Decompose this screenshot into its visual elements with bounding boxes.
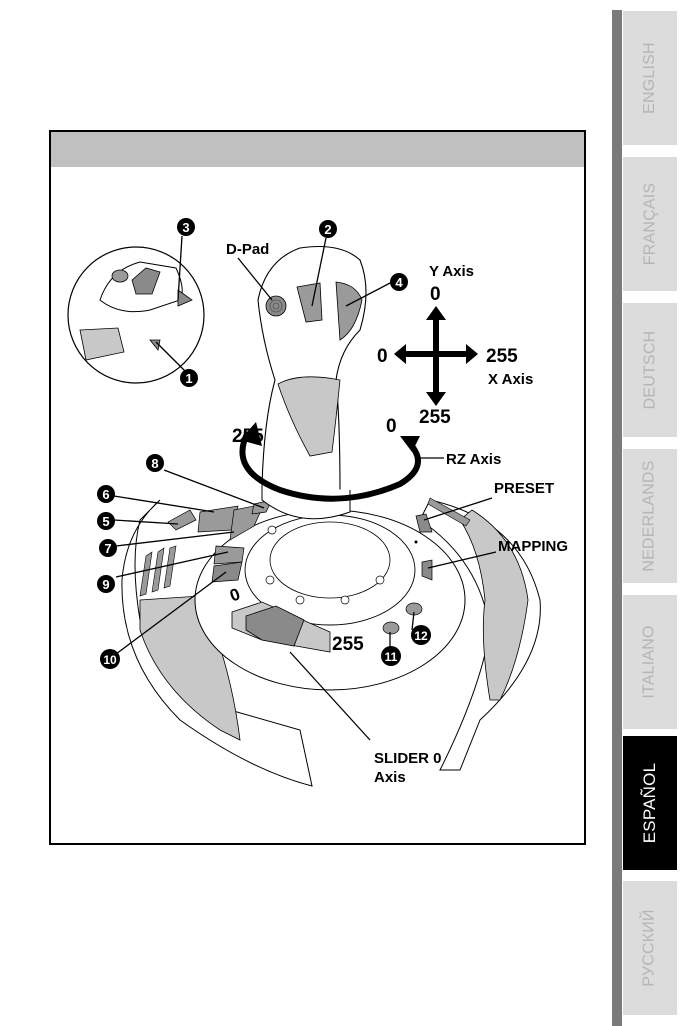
mapping-button [421,559,433,581]
callout-11: 11 [381,646,401,666]
tab-francais[interactable]: FRANÇAIS [612,156,681,302]
joystick-base [121,497,541,787]
dpad-label: D-Pad [226,241,269,258]
language-tabs: ENGLISH FRANÇAIS DEUTSCH NEDERLANDS ITAL… [612,0,681,1026]
button-4 [335,281,363,341]
preset-label: PRESET [494,480,554,497]
button-9 [213,545,245,565]
tab-nederlands[interactable]: NEDERLANDS [612,448,681,594]
y-axis-label: Y Axis [429,263,474,280]
tab-deutsch[interactable]: DEUTSCH [612,302,681,448]
slider-knob [245,605,305,647]
y-axis-max: 255 [419,407,451,428]
svg-text:7: 7 [104,541,111,556]
dpad [265,295,287,317]
callout-10: 10 [100,649,120,669]
x-axis-max: 255 [486,346,518,367]
callout-4: 4 [390,273,408,291]
callout-9: 9 [97,575,115,593]
callout-1: 1 [180,369,198,387]
rz-axis-label: RZ Axis [446,451,501,468]
tab-russian[interactable]: РУССКИЙ [612,880,681,1026]
svg-text:5: 5 [102,514,109,529]
mapping-label: MAPPING [498,538,568,555]
tab-italiano[interactable]: ITALIANO [612,594,681,740]
svg-text:4: 4 [395,275,403,290]
svg-text:2: 2 [324,222,331,237]
button-11 [382,621,400,635]
inset-trigger-detail [67,246,205,384]
svg-text:12: 12 [414,629,428,643]
svg-text:8: 8 [151,456,158,471]
inset-dpad [111,269,129,283]
preset-button [415,513,433,533]
svg-text:9: 9 [102,577,109,592]
button-5 [167,509,197,531]
svg-text:10: 10 [103,653,117,667]
svg-text:1: 1 [185,371,192,386]
slider-label-line1: SLIDER 0 [374,750,442,767]
callout-7: 7 [99,539,117,557]
callout-2: 2 [319,220,337,238]
button-2 [296,282,323,323]
rz-axis-min: 0 [386,416,397,437]
callout-5: 5 [97,512,115,530]
svg-text:3: 3 [182,220,189,235]
joystick-handle [257,245,367,520]
xy-axis-arrows [394,306,478,406]
frame-header-bar [51,132,584,167]
callout-3: 3 [177,218,195,236]
preset-led [414,540,418,544]
callout-12: 12 [411,625,431,645]
x-axis-min: 0 [377,346,388,367]
callout-8: 8 [146,454,164,472]
slider-label-line2: Axis [374,769,406,786]
tab-espanol[interactable]: ESPAÑOL [612,735,681,881]
x-axis-label: X Axis [488,371,533,388]
rz-axis-max: 255 [232,426,264,447]
rz-rotation-arrow [239,422,421,502]
svg-text:11: 11 [385,650,398,664]
svg-text:6: 6 [102,487,109,502]
slider-max: 255 [332,634,364,655]
leader-lines [113,235,497,741]
tab-english[interactable]: ENGLISH [612,10,681,156]
y-axis-min: 0 [430,284,441,305]
callout-6: 6 [97,485,115,503]
